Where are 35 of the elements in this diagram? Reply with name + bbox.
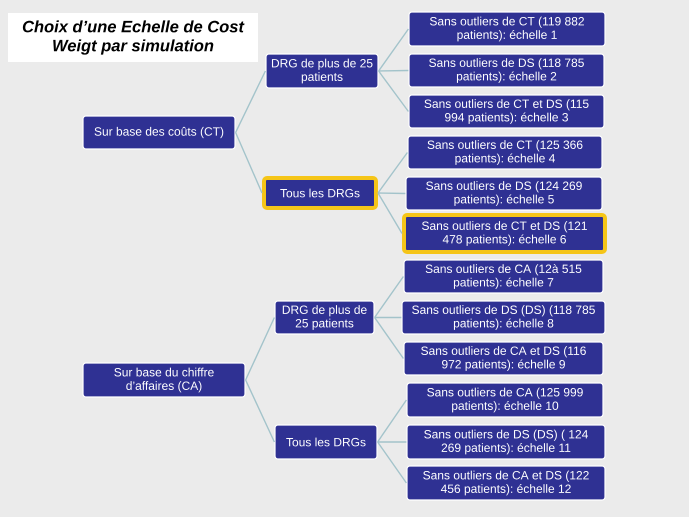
connector-line [244,317,276,380]
scale-box: Sans outliers de CA et DS (122 456 patients): échelle 12 [406,465,606,501]
scale-box: Sans outliers de CT (125 366 patients): échelle 4 [407,135,603,170]
connector-line [374,317,404,359]
connector-line [377,152,408,194]
scale-box: Sans outliers de DS (DS) ( 124 269 patients): échelle 11 [406,424,606,460]
connector-line [378,70,408,72]
connector-line [234,132,263,194]
connector-line [377,400,407,442]
scale-box: Sans outliers de CA et DS (116 972 patients): échelle 9 [403,341,604,376]
subgroup-box: Tous les DRGs [274,424,378,460]
subgroup-box: DRG de plus de 25 patients [274,300,375,335]
scale-box: Sans outliers de CA (12à 515 patients): échelle 7 [403,259,604,294]
scale-box: Sans outliers de CA (125 999 patients): échelle 10 [406,382,604,418]
connector-line [378,70,409,112]
connector-line [378,192,406,194]
connector-line [378,441,406,443]
category-box: Sur base des coûts (CT) [82,115,236,150]
scale-box: Sans outliers de CT et DS (115 994 patients): échelle 3 [408,94,605,129]
connector-line [374,316,402,318]
scale-box: Sans outliers de DS (118 785 patients): échelle 2 [408,53,605,88]
subgroup-box: DRG de plus de 25 patients [265,53,379,89]
scale-box: Sans outliers de CT et DS (121 478 patients): échelle 6 [402,213,607,254]
connector-line [378,28,409,72]
scale-box: Sans outliers de DS (DS) (118 785 patients): échelle 8 [401,300,606,335]
connector-line [374,276,404,318]
scale-box: Sans outliers de DS (124 269 patients): échelle 5 [405,176,603,211]
connector-line [234,70,266,133]
category-box: Sur base du chiffre d’affaires (CA) [82,362,246,398]
connector-line [377,442,407,484]
connector-line [244,380,276,442]
subgroup-box: Tous les DRGs [262,176,378,210]
title: Choix d’une Echelle de Cost Weigt par simulation [8,13,258,62]
scale-box: Sans outliers de CT (119 882 patients): échelle 1 [408,11,606,47]
connector-line [377,192,403,234]
